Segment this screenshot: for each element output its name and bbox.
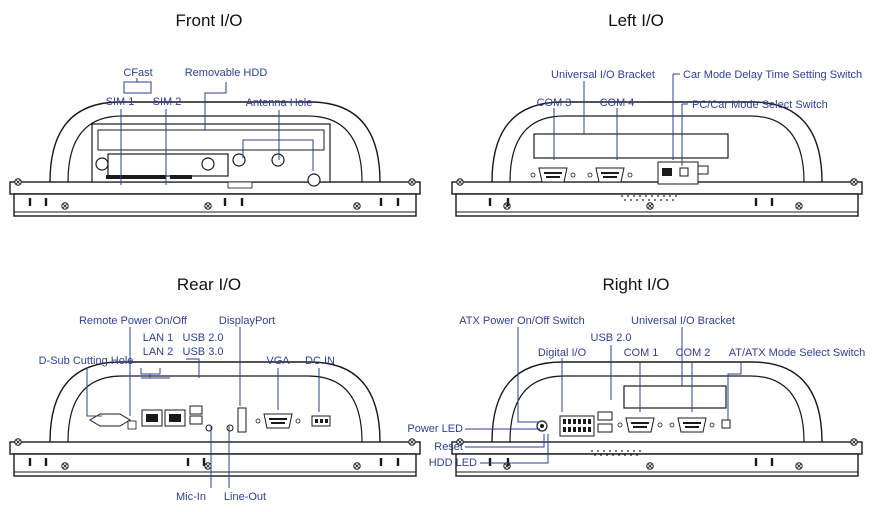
rear-label-usb30: USB 3.0	[183, 346, 224, 358]
rear-label-usb20: USB 2.0	[183, 332, 224, 344]
right-label-hdd-led: HDD LED	[429, 457, 477, 469]
right-label-usb20: USB 2.0	[591, 332, 632, 344]
front-label-cfast: CFast	[123, 67, 152, 79]
right-label-at-atx-mode-switch: AT/ATX Mode Select Switch	[729, 347, 866, 359]
rear-label-lan1: LAN 1	[143, 332, 174, 344]
rear-label-line-out: Line-Out	[224, 491, 266, 503]
front-label-removable-hdd: Removable HDD	[185, 67, 268, 79]
right-label-com2: COM 2	[676, 347, 711, 359]
rear-label-vga: VGA	[266, 355, 290, 367]
left-label-pc-car-mode-switch: PC/Car Mode Select Switch	[692, 99, 828, 111]
right-label-digital-io: Digital I/O	[538, 347, 587, 359]
front-io-panel: Front I/O CFast Removable HDD SIM 1 SIM	[9, 11, 421, 217]
right-label-power-led: Power LED	[407, 423, 463, 435]
right-label-atx-power-switch: ATX Power On/Off Switch	[459, 315, 585, 327]
right-io-panel: Right I/O	[407, 275, 866, 477]
left-label-universal-io-bracket: Universal I/O Bracket	[551, 69, 655, 81]
right-io-title: Right I/O	[602, 275, 669, 294]
rear-label-displayport: DisplayPort	[219, 315, 275, 327]
left-io-panel: Left I/O Universal I/O Bracket Car Mode …	[451, 11, 863, 217]
rear-label-lan2: LAN 2	[143, 346, 174, 358]
front-label-sim1: SIM 1	[106, 96, 135, 108]
left-device-drawing	[451, 101, 863, 217]
front-label-antenna-hole: Antenna Hole	[246, 97, 313, 109]
left-label-com4: COM 4	[600, 97, 635, 109]
rear-label-mic-in: Mic-In	[176, 491, 206, 503]
right-device-drawing	[451, 361, 863, 477]
left-io-title: Left I/O	[608, 11, 664, 30]
rear-device-drawing	[9, 361, 421, 477]
rear-io-title: Rear I/O	[177, 275, 241, 294]
front-label-sim2: SIM 2	[153, 96, 182, 108]
rear-label-remote-power: Remote Power On/Off	[79, 315, 188, 327]
right-label-com1: COM 1	[624, 347, 659, 359]
front-io-title: Front I/O	[175, 11, 242, 30]
front-device-drawing	[9, 101, 421, 217]
right-label-universal-io-bracket: Universal I/O Bracket	[631, 315, 735, 327]
rear-label-dc-in: DC IN	[305, 355, 335, 367]
left-label-com3: COM 3	[537, 97, 572, 109]
rear-label-dsub-cutting-hole: D-Sub Cutting Hole	[39, 355, 134, 367]
left-label-car-mode-delay-switch: Car Mode Delay Time Setting Switch	[683, 69, 862, 81]
rear-io-panel: Rear I/O Remote	[9, 275, 421, 503]
right-label-reset: Reset	[434, 441, 463, 453]
